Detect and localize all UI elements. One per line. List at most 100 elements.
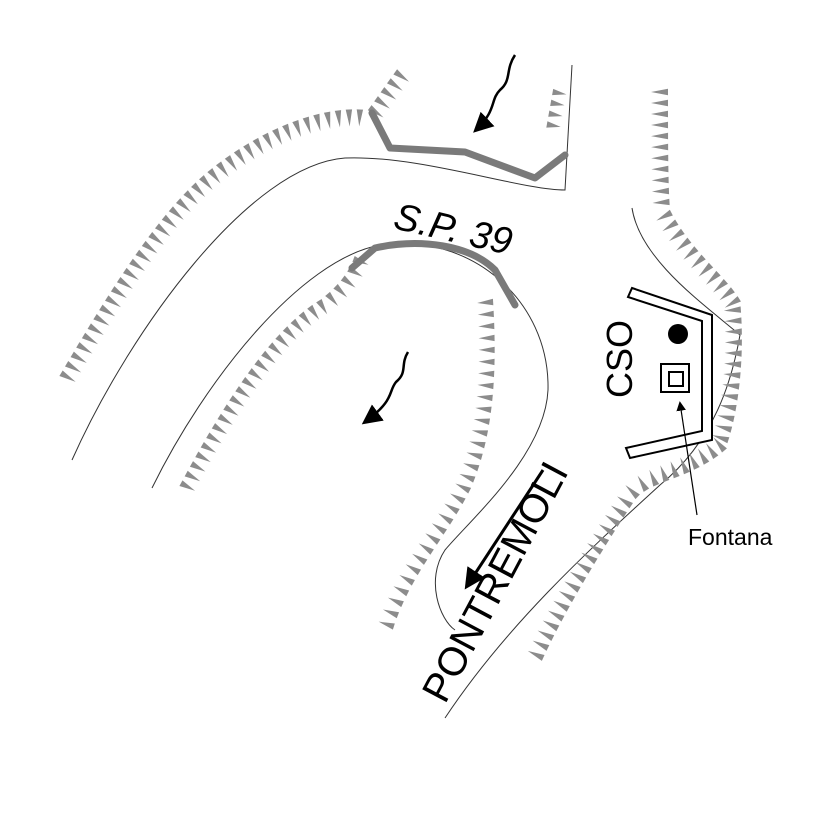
hachure-mark [217, 413, 233, 425]
hachure-mark [148, 232, 164, 245]
hachure-mark [637, 475, 650, 492]
hachure-mark [466, 452, 483, 460]
hachure-mark [195, 451, 211, 463]
fontana-label: Fontana [688, 524, 773, 550]
hachure-mark [604, 514, 621, 527]
hachure-mark [200, 441, 217, 453]
hachure-mark [668, 228, 685, 242]
hachure-mark [268, 342, 283, 356]
hachure-mark [81, 332, 99, 345]
hachure-mark [724, 339, 742, 346]
hachure-mark [207, 168, 221, 184]
hachure-mark [651, 187, 670, 195]
road-inner-edge [151, 243, 549, 631]
hachure-mark [292, 119, 302, 138]
hachure-mark [532, 640, 550, 651]
hachure-mark [651, 143, 669, 151]
hachure-mark [683, 246, 699, 260]
hachure-mark [581, 552, 598, 565]
hachure-mark [99, 304, 116, 317]
hachure-mark [476, 394, 493, 402]
hachure-mark [651, 154, 669, 162]
hachure-mark [705, 270, 721, 285]
hachure-mark [473, 418, 491, 425]
hachure-mark [272, 128, 283, 145]
hachure-mark [334, 110, 342, 128]
hachure-mark [471, 430, 489, 437]
site-label: CSO [599, 320, 640, 398]
hachure-mark [724, 296, 741, 308]
road-name-label: S.P. 39 [390, 196, 516, 264]
hachure-mark [546, 121, 561, 128]
hachure-mark [651, 176, 669, 184]
hachure-mark [651, 99, 669, 107]
hachure-mark [123, 267, 139, 280]
water-flow-arrow-north [473, 54, 517, 133]
hachure-mark [720, 394, 739, 401]
hachure-mark [680, 457, 690, 475]
hachure-mark [478, 346, 495, 354]
hachure-mark [537, 630, 555, 642]
hachure-mark [575, 562, 592, 574]
hachure-mark [235, 386, 251, 398]
hachure-mark [183, 190, 198, 205]
hachure-mark [116, 276, 133, 289]
hachure-mark [651, 110, 669, 118]
hachure-mark [179, 480, 196, 491]
hachure-mark [469, 441, 486, 449]
hachure-mark [714, 425, 733, 433]
hachure-mark [418, 543, 434, 555]
hachure-mark [105, 295, 122, 308]
hachure-mark [316, 298, 328, 315]
hachure-mark [275, 334, 290, 348]
hachure-mark [374, 96, 390, 109]
hachure-mark [252, 137, 264, 155]
hachure-mark [380, 87, 397, 100]
marker-dot [668, 324, 688, 344]
hachure-mark [189, 461, 206, 472]
guardrail-north [368, 109, 569, 182]
hachure-mark [547, 610, 565, 622]
hachure-mark [459, 473, 476, 483]
guardrail-curve [348, 240, 519, 309]
hachure-mark [405, 564, 422, 576]
hachure-mark [527, 650, 545, 661]
hachure-mark [558, 591, 576, 603]
hachure-mark [662, 219, 679, 232]
hachure-mark [261, 350, 276, 364]
hachure-mark [175, 198, 191, 212]
hachure-mark [323, 111, 331, 129]
hachure-mark [444, 503, 460, 515]
hachure-mark [59, 370, 76, 382]
hachure-mark [282, 326, 297, 340]
hachure-mark [719, 287, 735, 301]
hachure-mark [670, 461, 680, 479]
water-flow-arrow-south [361, 351, 410, 425]
road-outer-edge [71, 64, 573, 461]
hachure-mark [475, 406, 492, 414]
hachure-mark [548, 110, 563, 117]
hachure-mark [450, 493, 466, 505]
hachure-mark [233, 149, 246, 166]
hachure-mark [723, 306, 742, 313]
hachure-mark [724, 361, 742, 368]
hachure-mark [262, 132, 273, 150]
hachure-mark [455, 483, 472, 494]
direction-label: PONTREMOLI [414, 455, 577, 709]
hachure-mark [477, 298, 494, 306]
hachure-mark [651, 121, 669, 129]
hachure-mark [393, 586, 410, 597]
hachure-mark [243, 143, 255, 160]
hachure-mark [247, 368, 263, 381]
hachure-mark [723, 372, 741, 379]
hachure-mark [478, 358, 495, 366]
hachure-mark [333, 284, 348, 298]
hachure-mark [552, 88, 567, 96]
hachure-mark [676, 237, 692, 251]
hachure-mark [724, 317, 742, 324]
hachure-mark [625, 485, 640, 500]
hachure-mark [393, 69, 410, 82]
hachure-mark [651, 132, 669, 140]
hachure-mark [154, 223, 171, 237]
